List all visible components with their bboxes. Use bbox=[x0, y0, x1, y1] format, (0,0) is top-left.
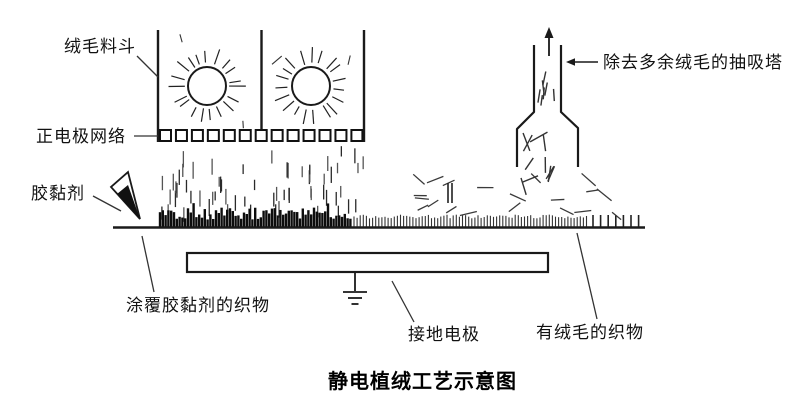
ground-electrode-label: 接地电极 bbox=[408, 325, 480, 344]
up-arrow-icon bbox=[544, 27, 554, 56]
hopper-label: 绒毛料斗 bbox=[64, 37, 136, 56]
hopper-loose-fibers bbox=[179, 34, 351, 129]
falling-flock-fibers bbox=[161, 146, 364, 222]
electrode-grid-label: 正电极网络 bbox=[36, 127, 126, 146]
figure-caption: 静电植绒工艺示意图 bbox=[328, 371, 517, 393]
brush-roller-icon bbox=[291, 66, 331, 106]
suction-tower-label: 除去多余绒毛的抽吸塔 bbox=[603, 53, 783, 72]
flock-hopper bbox=[156, 30, 366, 142]
leader-lines bbox=[92, 55, 598, 323]
pile-teeth bbox=[353, 214, 640, 227]
ground-electrode-plate bbox=[185, 251, 550, 274]
brush-roller-icon bbox=[187, 66, 227, 106]
scattered-fibers bbox=[412, 172, 622, 221]
positive-electrode-grid bbox=[159, 129, 364, 142]
flocked-fabric-label: 有绒毛的织物 bbox=[536, 323, 644, 342]
brush-ray-fibers bbox=[168, 47, 346, 125]
ground-symbol-icon bbox=[343, 272, 367, 305]
adhesive-nozzle-icon bbox=[109, 170, 141, 220]
tower-fibers bbox=[520, 71, 556, 196]
coated-fabric-label: 涂覆胶黏剂的织物 bbox=[126, 296, 270, 315]
left-arrow-icon bbox=[566, 58, 598, 66]
adhesive-label: 胶黏剂 bbox=[31, 184, 85, 203]
suction-tower bbox=[515, 45, 580, 167]
flocked-area bbox=[158, 203, 352, 227]
